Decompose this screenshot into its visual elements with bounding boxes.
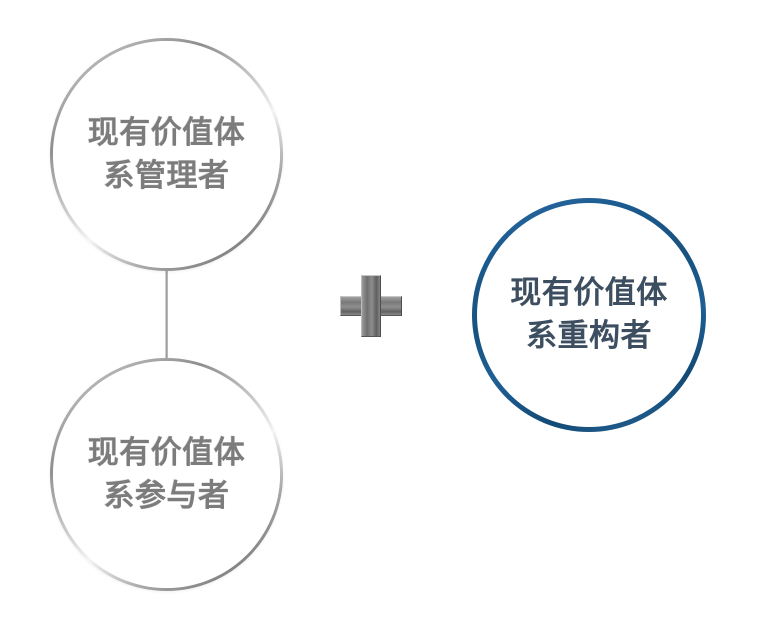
node-label-line-1: 现有价值体 [510, 275, 668, 311]
node-existing-value-system-restructurer[interactable]: 现有价值体 系重构者 [472, 198, 706, 432]
plus-icon [340, 275, 402, 337]
node-label-line-2: 系管理者 [103, 157, 230, 193]
connector-line [165, 266, 168, 360]
node-label-line-1: 现有价值体 [87, 434, 246, 470]
node-label-line-1: 现有价值体 [87, 114, 246, 150]
node-label-line-2: 系重构者 [526, 318, 652, 353]
node-existing-value-system-manager[interactable]: 现有价值体 系管理者 [50, 38, 283, 271]
node-existing-value-system-participant[interactable]: 现有价值体 系参与者 [50, 358, 283, 591]
node-label-line-2: 系参与者 [103, 477, 230, 513]
plus-icon-vertical-bar [361, 275, 381, 337]
